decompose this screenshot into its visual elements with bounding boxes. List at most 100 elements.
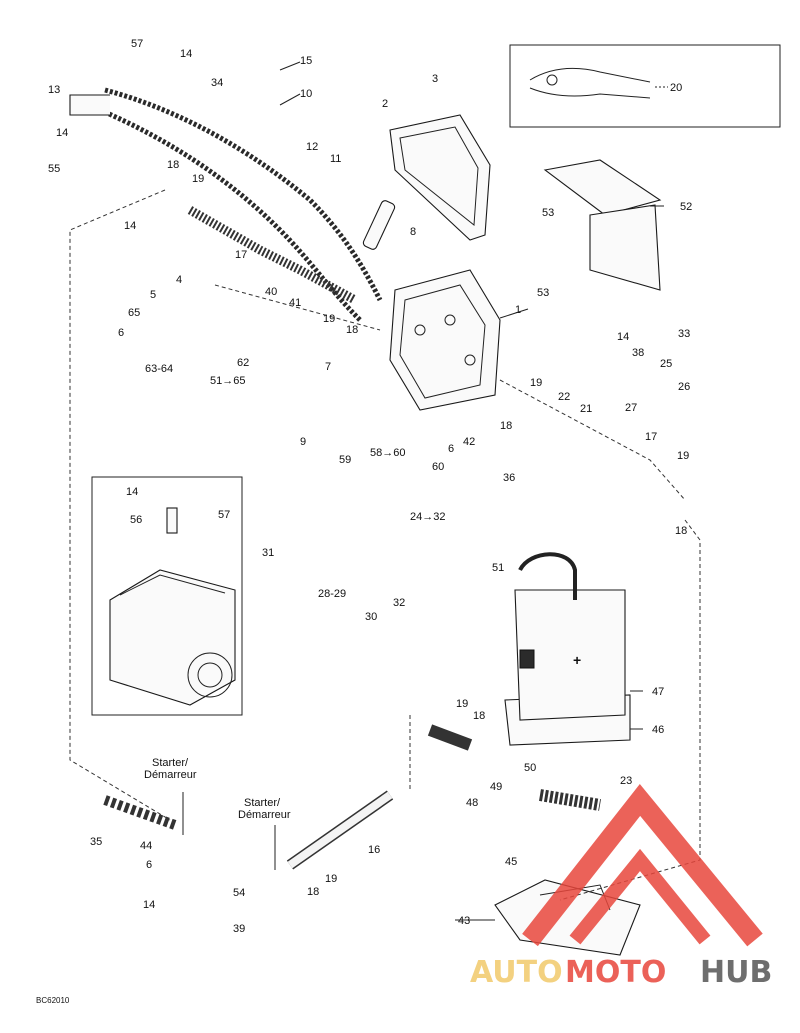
label-43: 43 <box>458 915 470 927</box>
label-3: 3 <box>432 73 438 85</box>
watermark-moto: MOTO <box>565 955 666 990</box>
label-31: 31 <box>262 547 274 559</box>
label-9: 9 <box>300 436 306 448</box>
label-6: 6 <box>146 859 152 871</box>
label-18: 18 <box>500 420 512 432</box>
label-14: 14 <box>143 899 155 911</box>
starter-label: Starter/ <box>152 757 189 769</box>
label-18: 18 <box>167 159 179 171</box>
drawing-code: BC62010 <box>36 996 70 1005</box>
label-40: 40 <box>265 286 277 298</box>
label-14: 14 <box>617 331 629 343</box>
label-10: 10 <box>300 88 312 100</box>
starter-cables <box>103 724 601 870</box>
label-60: 60 <box>432 461 444 473</box>
label-19: 19 <box>325 873 337 885</box>
watermark-hub: HUB <box>700 955 772 990</box>
label-19: 19 <box>456 698 468 710</box>
label-17: 17 <box>235 249 247 261</box>
label-11: 11 <box>330 153 341 165</box>
label-25: 25 <box>660 358 672 370</box>
label-12: 12 <box>306 141 318 153</box>
label-41: 41 <box>289 297 301 309</box>
label-58-60-ref: 58→60 <box>370 447 405 459</box>
support-bracket <box>543 159 662 291</box>
electrical-box <box>389 269 501 411</box>
label-1: 1 <box>515 304 521 316</box>
watermark-auto: AUTO <box>470 955 563 990</box>
label-49: 49 <box>490 781 502 793</box>
label-14: 14 <box>124 220 136 232</box>
battery-plus-sign: + <box>573 652 581 668</box>
label-34: 34 <box>211 77 223 89</box>
label-24-32-ref: 24→32 <box>410 511 445 523</box>
label-19: 19 <box>530 377 542 389</box>
label-27: 27 <box>625 402 637 414</box>
label-5: 5 <box>150 289 156 301</box>
label-19: 19 <box>323 313 335 325</box>
part-labels: 1 2 3 4 5 6 6 6 7 8 9 10 11 12 13 14 14 … <box>36 38 692 1005</box>
label-44: 44 <box>140 840 152 852</box>
label-8: 8 <box>410 226 416 238</box>
label-57: 57 <box>218 509 230 521</box>
routing-lines <box>69 189 701 901</box>
label-14: 14 <box>56 127 68 139</box>
label-33: 33 <box>678 328 690 340</box>
label-18: 18 <box>473 710 485 722</box>
label-59: 59 <box>339 454 351 466</box>
battery <box>504 552 631 746</box>
label-51: 51 <box>492 562 504 574</box>
label-39: 39 <box>233 923 245 935</box>
leader-lines <box>182 61 664 921</box>
cable-harness <box>69 87 396 322</box>
label-14: 14 <box>126 486 138 498</box>
label-18: 18 <box>307 886 319 898</box>
label-48: 48 <box>466 797 478 809</box>
label-50: 50 <box>524 762 536 774</box>
label-36: 36 <box>503 472 515 484</box>
label-56: 56 <box>130 514 142 526</box>
label-28-29: 28-29 <box>318 588 346 600</box>
label-46: 46 <box>652 724 664 736</box>
label-62: 62 <box>237 357 249 369</box>
label-54: 54 <box>233 887 245 899</box>
label-6: 6 <box>118 327 124 339</box>
label-17: 17 <box>645 431 657 443</box>
label-51-65-ref: 51→65 <box>210 375 245 387</box>
label-47: 47 <box>652 686 664 698</box>
label-13: 13 <box>48 84 60 96</box>
starter-label-fr: Démarreur <box>238 809 291 821</box>
label-4: 4 <box>176 274 182 286</box>
label-19: 19 <box>677 450 689 462</box>
starter-label-fr: Démarreur <box>144 769 197 781</box>
label-23: 23 <box>620 775 632 787</box>
label-26: 26 <box>678 381 690 393</box>
label-2: 2 <box>382 98 388 110</box>
label-30: 30 <box>365 611 377 623</box>
label-15: 15 <box>300 55 312 67</box>
label-45: 45 <box>505 856 517 868</box>
label-55: 55 <box>48 163 60 175</box>
automotohub-watermark-logo: AUTO MOTO HUB <box>470 784 772 990</box>
label-53: 53 <box>537 287 549 299</box>
label-18: 18 <box>346 324 358 336</box>
label-42: 42 <box>463 436 475 448</box>
label-32: 32 <box>393 597 405 609</box>
label-18: 18 <box>675 525 687 537</box>
label-20: 20 <box>670 82 682 94</box>
crimping-tool-box <box>509 44 781 128</box>
cover <box>389 114 491 241</box>
label-16: 16 <box>368 844 380 856</box>
label-22: 22 <box>558 391 570 403</box>
label-57: 57 <box>131 38 143 50</box>
label-6: 6 <box>448 443 454 455</box>
label-19: 19 <box>192 173 204 185</box>
label-14: 14 <box>180 48 192 60</box>
label-65: 65 <box>128 307 140 319</box>
starter-label: Starter/ <box>244 797 281 809</box>
engine-inset <box>91 476 243 716</box>
label-35: 35 <box>90 836 102 848</box>
label-7: 7 <box>325 361 331 373</box>
label-53: 53 <box>542 207 554 219</box>
